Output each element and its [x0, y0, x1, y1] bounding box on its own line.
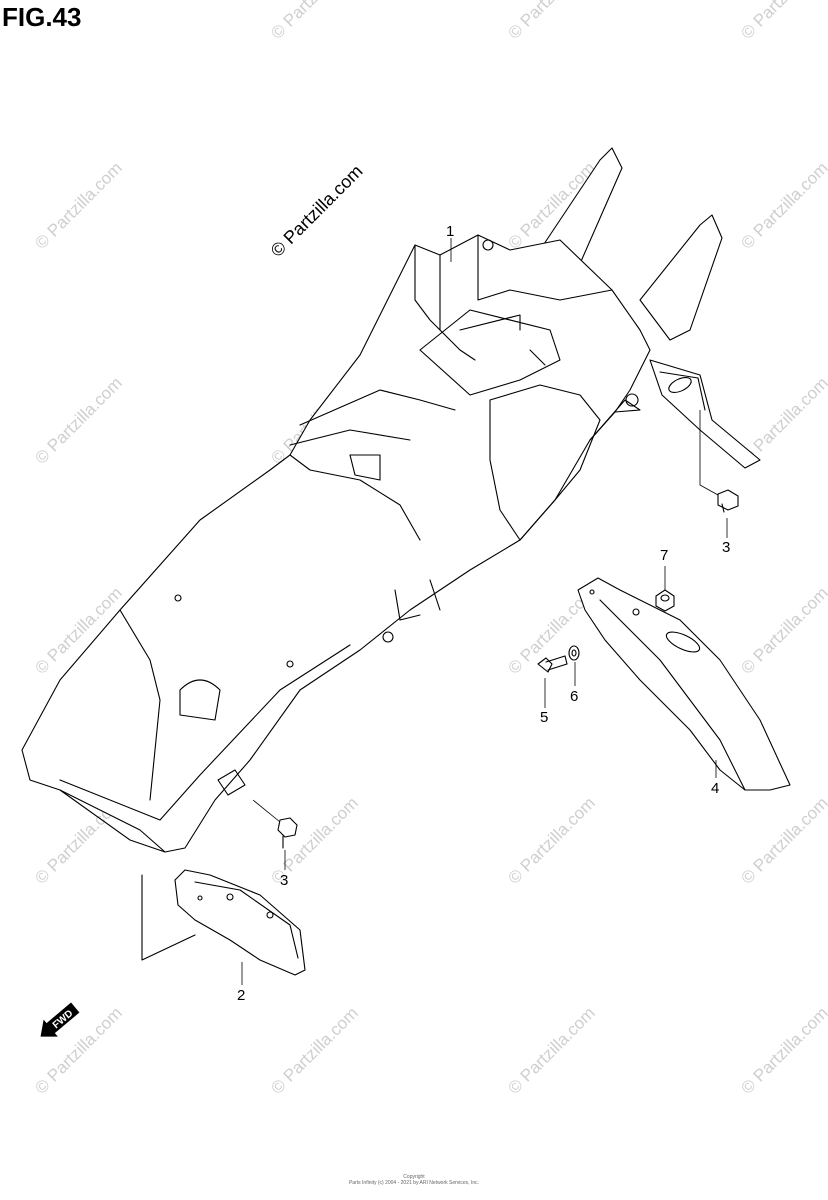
part-5-bolt: [537, 655, 568, 673]
watermark-main: © Partzilla.com: [267, 161, 367, 261]
watermark: © Partzilla.com: [31, 158, 125, 252]
callout-5: 5: [540, 709, 548, 726]
watermark: © Partzilla.com: [737, 583, 828, 677]
copyright-note: Copyright Parts Infinity (c) 2004 - 2021…: [0, 1174, 828, 1186]
callout-1: 1: [446, 223, 454, 240]
part-2-cover: [141, 869, 306, 976]
watermark: © Partzilla.com: [267, 1003, 361, 1097]
watermark: © Partzilla.com: [504, 793, 598, 887]
part-6-washer: [568, 645, 580, 661]
part-7-nut: [655, 589, 675, 612]
part-3-bolt-upper: [699, 410, 739, 513]
leader-lines: [241, 238, 728, 985]
fwd-arrow-icon: FWD: [40, 1002, 80, 1037]
figure-title: FIG.43: [2, 2, 82, 32]
watermark: © Partzilla.com: [737, 0, 828, 43]
copyright-line-2: Parts Infinity (c) 2004 - 2021 by ARI Ne…: [348, 1180, 480, 1186]
watermark: © Partzilla.com: [504, 0, 598, 43]
watermark: © Partzilla.com: [267, 0, 361, 43]
copyright-line-1: Copyright: [403, 1174, 425, 1180]
part-3-bolt-lower: [252, 799, 298, 849]
callout-3-upper: 3: [722, 539, 730, 556]
watermark: © Partzilla.com: [31, 1003, 125, 1097]
callout-3-lower: 3: [280, 872, 288, 889]
watermark: © Partzilla.com: [737, 1003, 828, 1097]
watermark: © Partzilla.com: [737, 158, 828, 252]
callout-7: 7: [660, 547, 668, 564]
callout-labels: 1 2 3 3 4 5 6 7: [237, 223, 730, 1004]
watermark: © Partzilla.com: [737, 793, 828, 887]
part-1-rear-fender: [21, 234, 651, 853]
callout-4: 4: [711, 780, 719, 797]
watermark: © Partzilla.com: [31, 373, 125, 467]
callout-2: 2: [237, 987, 245, 1004]
callout-6: 6: [570, 688, 578, 705]
part-4-mudguard: [577, 577, 791, 791]
watermark: © Partzilla.com: [504, 1003, 598, 1097]
